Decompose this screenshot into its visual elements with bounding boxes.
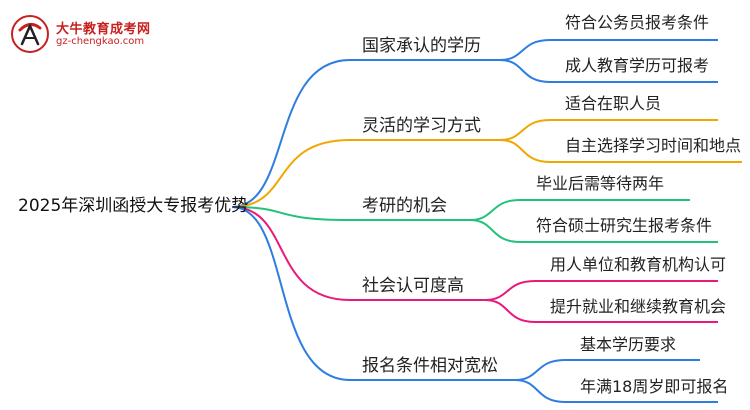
branch-label-3: 考研的机会 xyxy=(362,196,447,216)
leaf-connector-2-1 xyxy=(499,119,718,141)
branch-connector-1 xyxy=(231,59,500,208)
leaf-connector-5-1 xyxy=(514,359,700,381)
leaf-connector-1-2 xyxy=(499,59,718,83)
leaf-1-2: 成人教育学历可报考 xyxy=(565,56,710,75)
leaf-5-2: 年满18周岁即可报名 xyxy=(580,377,729,396)
site-logo: 大牛教育成考网 gz-chengkao.com xyxy=(10,14,170,58)
mindmap-root: 2025年深圳函授大专报考优势 xyxy=(18,196,249,216)
leaf-connector-3-1 xyxy=(469,199,690,221)
branch-connector-5 xyxy=(231,206,515,381)
branch-label-1: 国家承认的学历 xyxy=(362,36,481,56)
leaf-connector-4-1 xyxy=(484,280,718,301)
branch-connector-2 xyxy=(231,139,500,208)
leaf-4-1: 用人单位和教育机构认可 xyxy=(550,255,727,274)
leaf-2-1: 适合在职人员 xyxy=(565,94,662,113)
branch-label-4: 社会认可度高 xyxy=(362,276,464,296)
logo-url: gz-chengkao.com xyxy=(56,36,145,47)
branch-connector-4 xyxy=(231,206,485,301)
leaf-connector-5-2 xyxy=(514,379,718,403)
leaf-connector-2-2 xyxy=(499,139,742,163)
branch-label-5: 报名条件相对宽松 xyxy=(362,356,498,376)
leaf-5-1: 基本学历要求 xyxy=(580,335,677,354)
leaf-4-2: 提升就业和继续教育机会 xyxy=(550,297,727,316)
leaf-connector-1-1 xyxy=(499,39,718,61)
leaf-connector-4-2 xyxy=(484,299,718,323)
branch-label-2: 灵活的学习方式 xyxy=(362,116,481,136)
leaf-1-1: 符合公务员报考条件 xyxy=(565,13,710,32)
logo-title: 大牛教育成考网 xyxy=(56,22,151,37)
leaf-3-1: 毕业后需等待两年 xyxy=(536,174,665,193)
leaf-3-2: 符合硕士研究生报考条件 xyxy=(536,216,713,235)
logo-mark-icon xyxy=(11,15,49,53)
leaf-2-2: 自主选择学习时间和地点 xyxy=(565,136,742,155)
branch-connector-3 xyxy=(231,206,470,221)
leaf-connector-3-2 xyxy=(469,219,718,243)
